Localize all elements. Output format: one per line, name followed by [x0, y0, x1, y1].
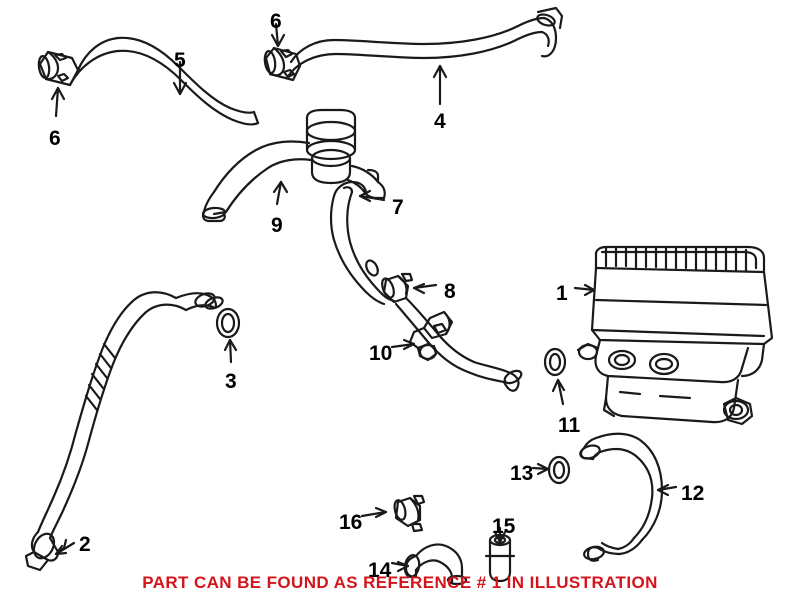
- part-16-clamp: [393, 494, 426, 533]
- part-9-tee-connector: [201, 108, 380, 223]
- callout-10: 10: [369, 342, 393, 365]
- callout-14: 14: [368, 559, 392, 582]
- callout-11: 11: [558, 414, 581, 437]
- part-4-hose: [263, 6, 564, 82]
- callout-15: 15: [492, 515, 516, 538]
- part-13-o-ring: [547, 455, 571, 485]
- part-3-o-ring: [215, 307, 241, 339]
- part-2-oil-line: [24, 291, 224, 572]
- callout-6-left: 6: [49, 127, 61, 150]
- callout-5: 5: [174, 49, 186, 72]
- callout-13: 13: [510, 462, 534, 485]
- callout-1: 1: [556, 282, 568, 305]
- part-7-hose: [329, 168, 414, 306]
- part-12-hose: [579, 432, 664, 562]
- callout-leaders: [50, 22, 678, 573]
- callout-3: 3: [225, 370, 237, 393]
- reference-watermark: PART CAN BE FOUND AS REFERENCE # 1 IN IL…: [142, 573, 658, 592]
- part-5-hose: [37, 36, 260, 126]
- callout-6-top: 6: [270, 10, 282, 33]
- callout-16: 16: [339, 511, 363, 534]
- callout-7: 7: [392, 196, 404, 219]
- callout-9: 9: [271, 214, 283, 237]
- callout-8: 8: [444, 280, 456, 303]
- part-1-oil-cooler: [576, 245, 774, 426]
- callout-4: 4: [434, 110, 446, 133]
- callout-2: 2: [79, 533, 91, 556]
- callout-12: 12: [681, 482, 705, 505]
- part-11-o-ring: [543, 347, 567, 377]
- part-10-bracket-hose: [394, 296, 523, 392]
